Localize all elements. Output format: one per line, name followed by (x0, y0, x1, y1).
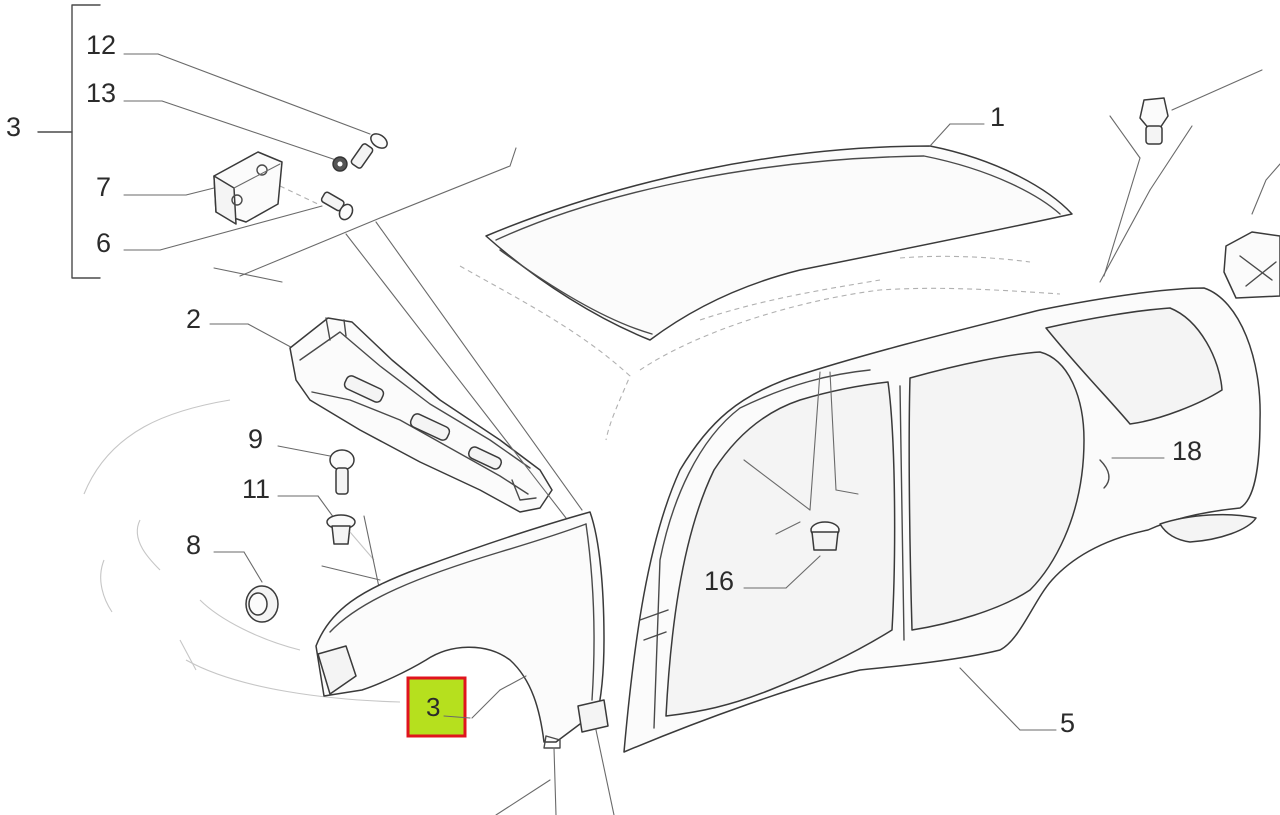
callout-8: 8 (186, 530, 201, 560)
callout-13: 13 (86, 78, 116, 108)
bracket-icon (213, 151, 283, 225)
cowl-panel (209, 317, 553, 513)
push-pin-icon (329, 449, 355, 495)
top-right-parts (1099, 69, 1280, 299)
callout-3-group: 3 (6, 112, 21, 142)
highlighted-callout-3[interactable]: 3 (406, 676, 471, 738)
group-bracket-3 (37, 4, 101, 279)
plug-icon (810, 521, 840, 551)
side-body-panel (623, 287, 1261, 753)
leaders-top-left (123, 53, 371, 251)
callout-16: 16 (704, 566, 734, 596)
bolt-icon (350, 133, 388, 169)
roof-panel (485, 123, 1073, 341)
callout-1: 1 (990, 102, 1005, 132)
front-fender (315, 511, 615, 815)
callout-2: 2 (186, 304, 201, 334)
callout-6: 6 (96, 228, 111, 258)
callout-11: 11 (242, 474, 270, 504)
nut-icon (245, 585, 279, 623)
callout-9: 9 (248, 424, 263, 454)
roof-frame (459, 255, 1061, 441)
callout-labels: 3 12 13 7 6 1 2 9 11 8 16 18 5 (6, 30, 1202, 738)
callout-18: 18 (1172, 436, 1202, 466)
callout-12: 12 (86, 30, 116, 60)
car-front-outline (83, 147, 583, 703)
clip-icon (326, 514, 356, 545)
leaders-small-parts (213, 445, 335, 583)
callout-3-fender: 3 (426, 692, 440, 722)
washer-icon (332, 156, 348, 172)
callout-5: 5 (1060, 708, 1075, 738)
screw-icon (320, 191, 354, 221)
callout-7: 7 (96, 172, 111, 202)
